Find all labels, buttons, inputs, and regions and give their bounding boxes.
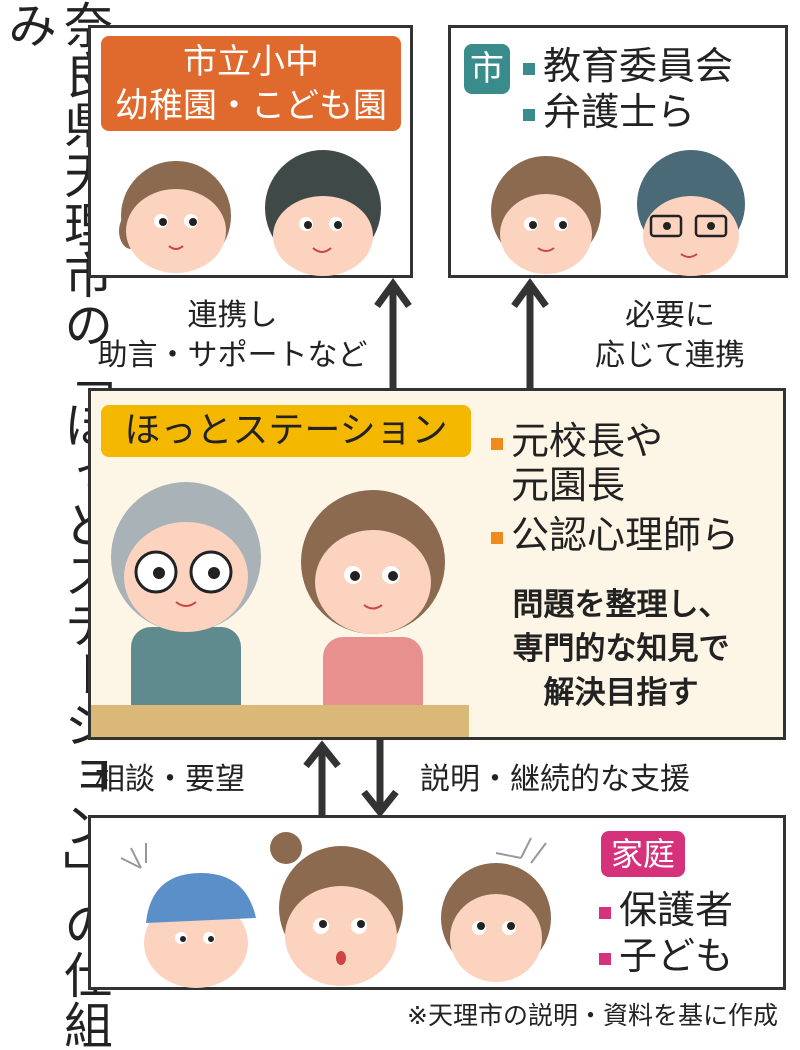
down-label: 説明・継続的な支援	[420, 762, 690, 797]
arrow-down-icon	[361, 740, 399, 818]
desc-line: 解決目指す	[543, 675, 699, 711]
bullet-icon	[491, 531, 503, 544]
family-item: 子ども	[599, 934, 733, 978]
arrow-up-icon	[511, 278, 549, 390]
station-box: ほっとステーション 元校長や 元園長 公認心理師ら 問題を整理し、 専門的な知見…	[88, 388, 786, 740]
left-link-line2: 助言・サポートなど	[97, 338, 368, 373]
child-faces-illustration	[119, 150, 381, 276]
family-item-label: 保護者	[619, 888, 734, 932]
arrow-up-icon	[374, 278, 412, 390]
family-illustration	[120, 832, 551, 988]
station-item: 元校長や 元園長	[491, 419, 663, 507]
family-item-label: 子ども	[619, 934, 734, 978]
right-link-line2: 応じて連携	[595, 338, 745, 373]
up-label: 相談・要望	[95, 762, 245, 797]
city-item: 教育委員会	[523, 44, 733, 88]
bullet-icon	[523, 62, 535, 75]
station-description: 問題を整理し、 専門的な知見で 解決目指す	[466, 583, 776, 715]
desc-line: 専門的な知見で	[512, 631, 730, 667]
station-tag: ほっとステーション	[101, 405, 471, 457]
city-box: 市 教育委員会 弁護士ら	[448, 25, 788, 278]
right-link-label: 必要に 応じて連携	[560, 296, 780, 376]
schools-tag-line2: 幼稚園・こども園	[115, 86, 387, 126]
bullet-icon	[599, 906, 611, 919]
station-item-label: 公認心理師ら	[511, 513, 740, 557]
bullet-icon	[523, 108, 535, 121]
station-item-label: 元校長や 元園長	[511, 419, 664, 507]
officials-faces-illustration	[491, 150, 745, 276]
source-note: ※天理市の説明・資料を基に作成	[407, 1001, 778, 1030]
family-tag: 家庭	[601, 831, 685, 877]
counselors-illustration	[91, 482, 469, 737]
bullet-icon	[491, 437, 503, 450]
arrow-up-icon	[303, 740, 341, 818]
schools-tag-line1: 市立小中	[183, 42, 319, 82]
city-item-label: 弁護士ら	[543, 90, 696, 134]
schools-tag: 市立小中 幼稚園・こども園	[101, 36, 401, 131]
left-link-label: 連携し 助言・サポートなど	[90, 296, 375, 376]
desc-line: 問題を整理し、	[512, 587, 730, 623]
schools-box: 市立小中 幼稚園・こども園	[88, 25, 413, 278]
family-item: 保護者	[599, 888, 733, 932]
family-box: 家庭 保護者 子ども	[88, 815, 786, 990]
city-item: 弁護士ら	[523, 90, 695, 134]
right-link-line1: 必要に	[625, 298, 715, 333]
bullet-icon	[599, 952, 611, 965]
station-item: 公認心理師ら	[491, 513, 739, 557]
left-link-line1: 連携し	[187, 298, 278, 333]
city-tag: 市	[464, 44, 510, 94]
city-item-label: 教育委員会	[543, 44, 734, 88]
